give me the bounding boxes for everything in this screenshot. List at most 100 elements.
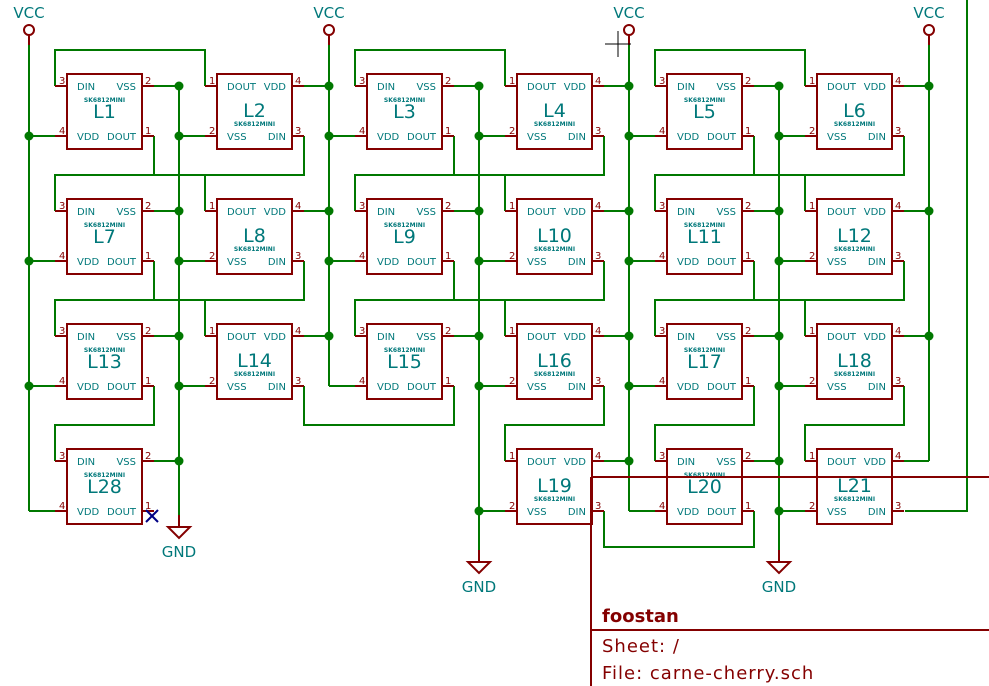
component-ref: L9	[393, 226, 416, 248]
pin-name: VDD	[677, 382, 700, 393]
pin-name: DIN	[568, 382, 586, 393]
component-ref: L15	[387, 351, 422, 373]
pin-number: 1	[209, 326, 215, 337]
pin-name: VSS	[716, 457, 736, 468]
pin-name: VSS	[716, 82, 736, 93]
junction-dot	[324, 81, 334, 91]
component-ref: L6	[843, 100, 866, 122]
pin-number: 3	[359, 76, 365, 87]
junction-dot	[774, 456, 784, 466]
component-value: SK6812MINI	[384, 347, 425, 354]
pin-name: VDD	[677, 257, 700, 268]
pin-number: 4	[595, 201, 601, 212]
pin-name: DOUT	[407, 257, 437, 268]
gnd-label: GND	[462, 578, 496, 596]
vcc-power-symbol: VCC	[913, 4, 945, 45]
pin-name: VDD	[564, 82, 587, 93]
component-value: SK6812MINI	[234, 246, 275, 253]
junction-dot	[324, 131, 334, 141]
junction-dot	[174, 206, 184, 216]
pin-number: 3	[59, 326, 65, 337]
data-wire	[654, 386, 755, 461]
junction-dot	[174, 331, 184, 341]
component-value: SK6812MINI	[534, 496, 575, 503]
pin-number: 4	[295, 76, 301, 87]
component-value: SK6812MINI	[834, 371, 875, 378]
component-value: SK6812MINI	[384, 97, 425, 104]
pin-name: DOUT	[527, 82, 557, 93]
pin-number: 1	[509, 326, 515, 337]
pin-number: 1	[509, 201, 515, 212]
pin-number: 4	[295, 326, 301, 337]
pin-name: DOUT	[107, 257, 137, 268]
pin-number: 4	[659, 251, 665, 262]
pin-number: 3	[659, 76, 665, 87]
pin-number: 4	[359, 251, 365, 262]
component-body	[516, 73, 593, 150]
pin-name: DIN	[77, 82, 95, 93]
pin-name: VDD	[864, 457, 887, 468]
junction-dot	[924, 81, 934, 91]
pin-name: DOUT	[107, 382, 137, 393]
component-ref: L7	[93, 226, 116, 248]
component-value: SK6812MINI	[534, 371, 575, 378]
pin-name: VDD	[864, 82, 887, 93]
data-wire	[54, 49, 206, 86]
data-wire	[54, 136, 155, 211]
junction-dot	[624, 131, 634, 141]
pin-name: DIN	[868, 382, 886, 393]
pin-number: 4	[59, 501, 65, 512]
pin-name: DIN	[868, 132, 886, 143]
pin-name: VDD	[77, 382, 100, 393]
pin-name: VDD	[564, 457, 587, 468]
pin-name: VSS	[527, 382, 547, 393]
component-ref: L11	[687, 226, 722, 248]
pin-name: DOUT	[707, 132, 737, 143]
pin-number: 1	[445, 126, 451, 137]
junction-dot	[324, 331, 334, 341]
component-value: SK6812MINI	[84, 472, 125, 479]
pin-name: DIN	[677, 332, 695, 343]
pin-number: 1	[145, 126, 151, 137]
pin-number: 4	[59, 126, 65, 137]
pin-name: DIN	[377, 332, 395, 343]
component-ref: L4	[543, 100, 566, 122]
pin-name: DIN	[268, 132, 286, 143]
pin-name: DIN	[77, 457, 95, 468]
junction-dot	[924, 331, 934, 341]
pin-name: VDD	[864, 207, 887, 218]
pin-name: VDD	[264, 82, 287, 93]
component-value: SK6812MINI	[234, 371, 275, 378]
component-value: SK6812MINI	[84, 97, 125, 104]
component-ref: L1	[93, 101, 116, 123]
data-wire	[654, 49, 806, 86]
pin-name: DOUT	[227, 82, 257, 93]
junction-dot	[774, 331, 784, 341]
junction-dot	[174, 456, 184, 466]
pin-number: 2	[145, 201, 151, 212]
vcc-label: VCC	[913, 4, 944, 22]
